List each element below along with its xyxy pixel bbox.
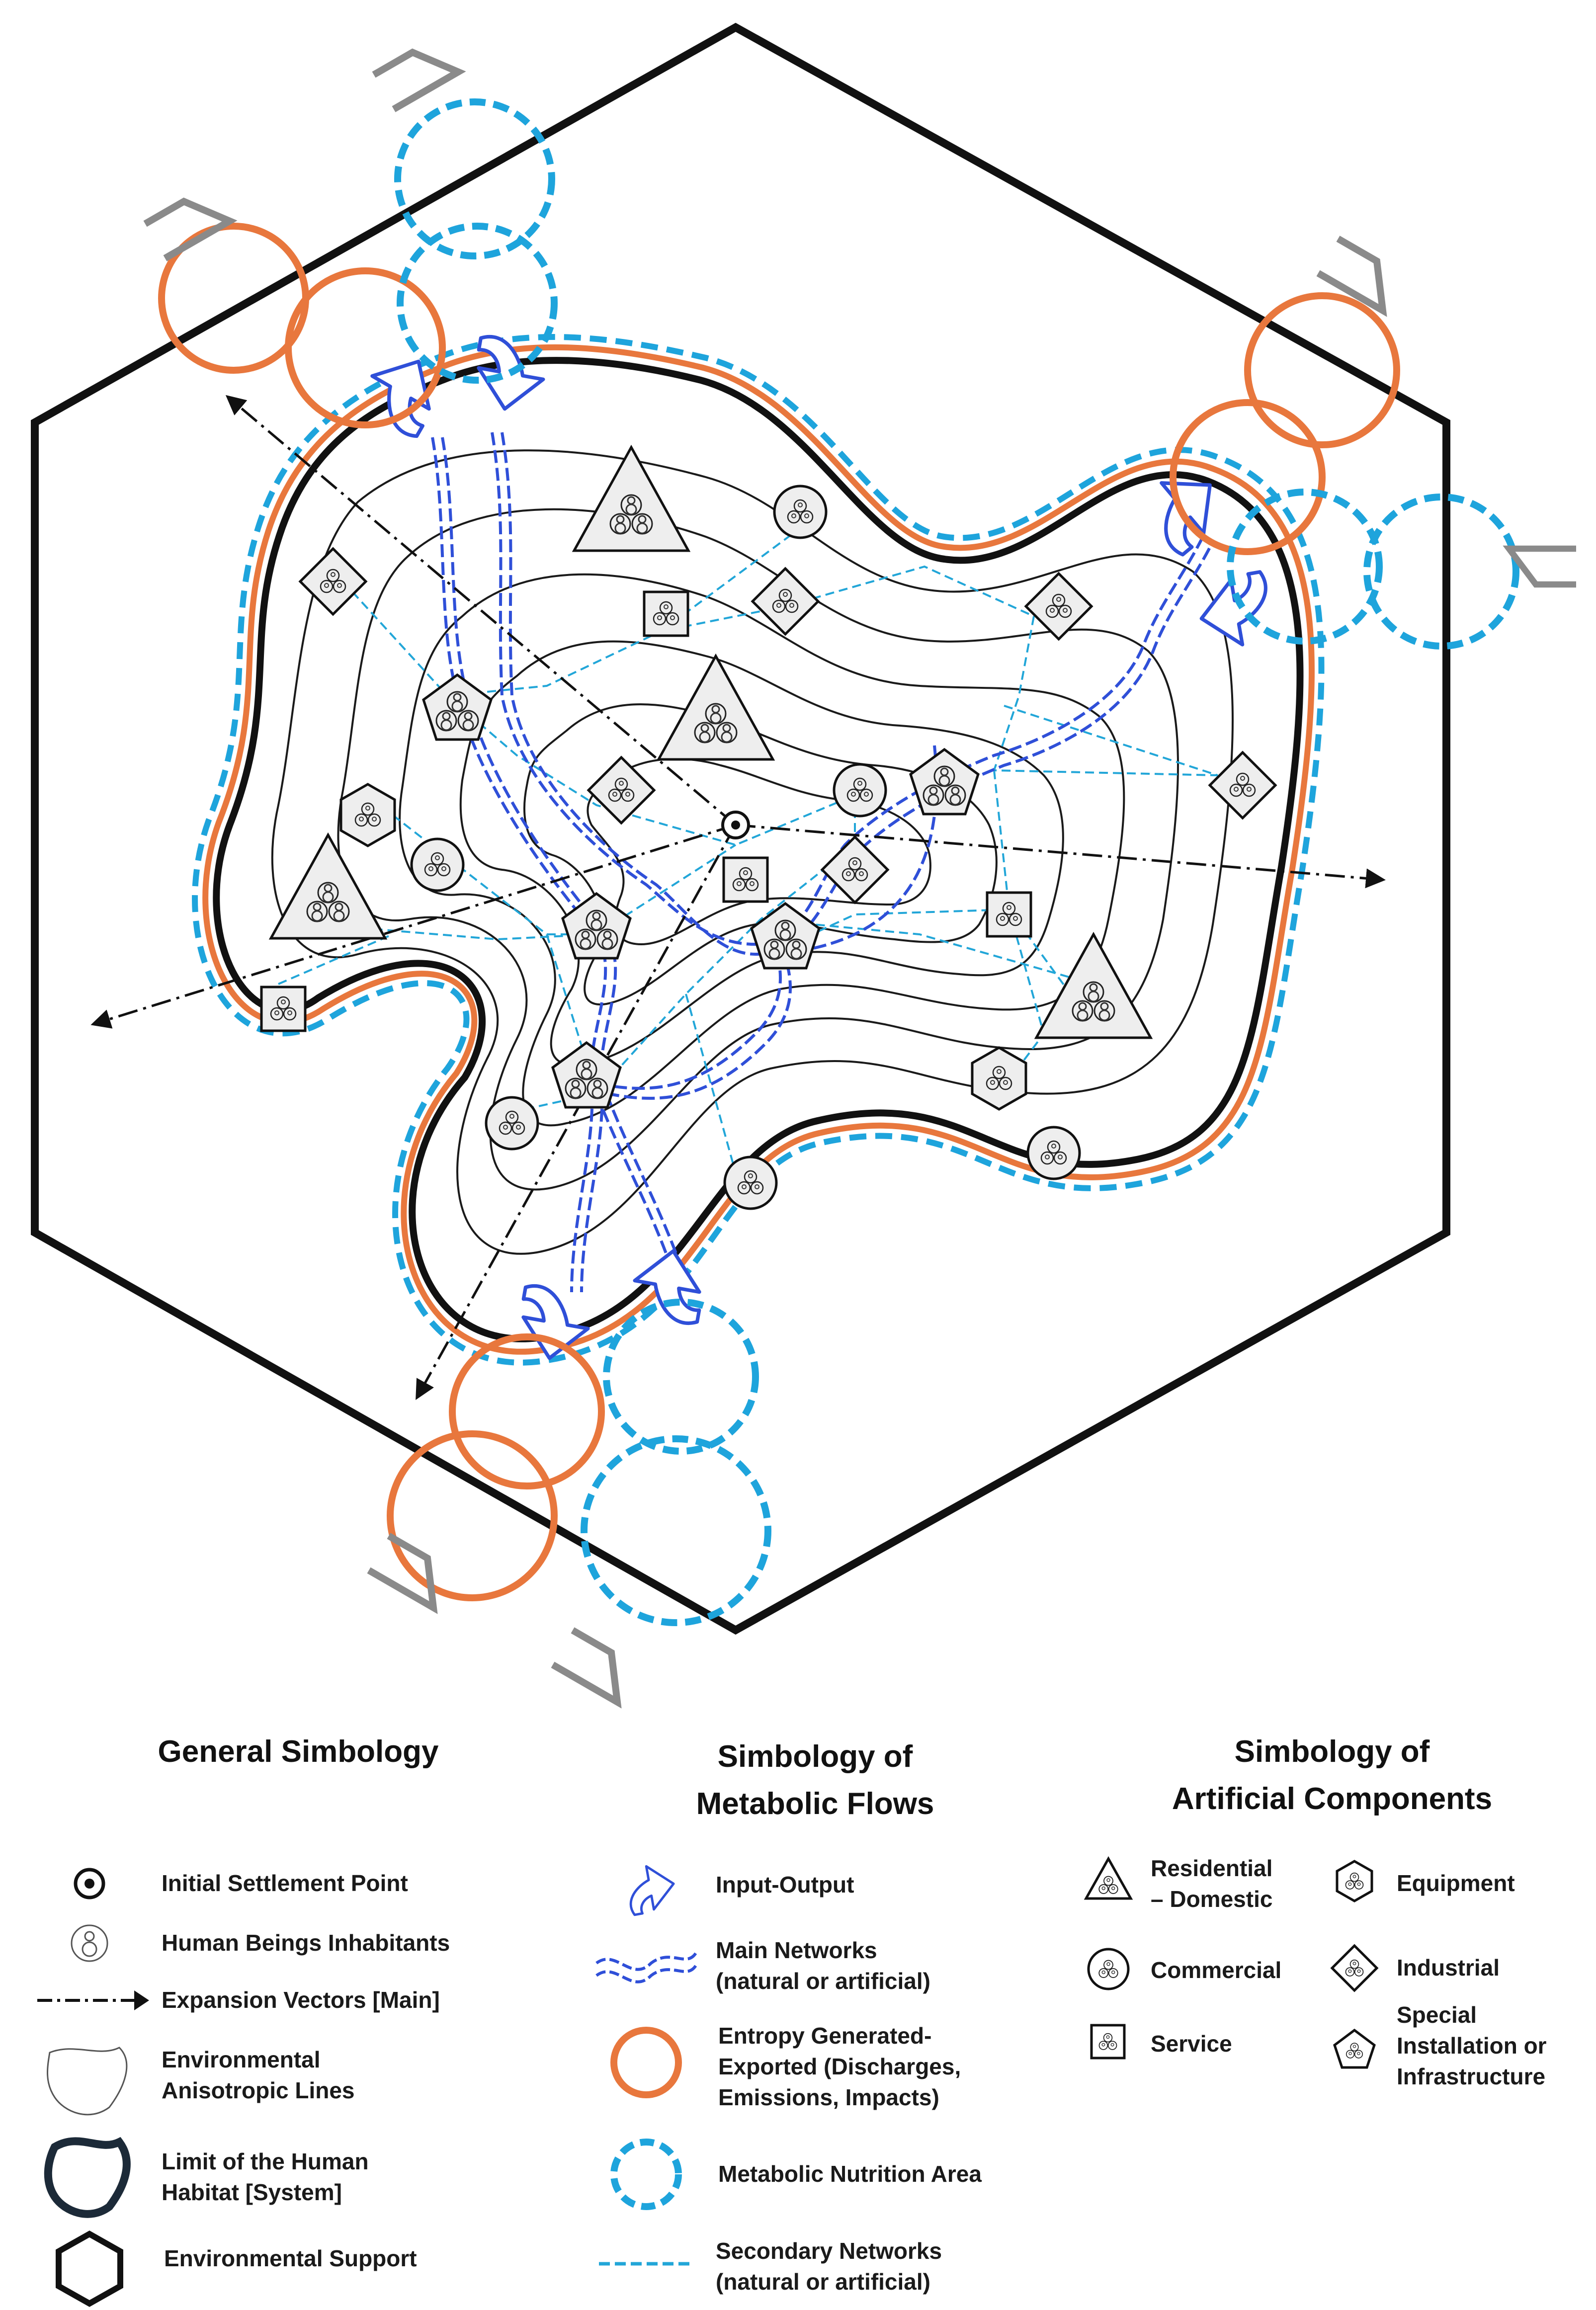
- equipment-component: [972, 1048, 1026, 1109]
- legend-flows-title-1: Simbology of: [718, 1739, 913, 1774]
- legend-flows-title-2: Metabolic Flows: [696, 1787, 934, 1821]
- equipment-component: [341, 784, 395, 846]
- legend-secondary-label-1: Secondary Networks: [716, 2238, 942, 2264]
- legend-components-title-2: Artificial Components: [1172, 1782, 1492, 1816]
- legend-special-label-1: Special: [1397, 2002, 1477, 2028]
- commercial-component: [1028, 1127, 1080, 1179]
- legend-residential-label-2: – Domestic: [1151, 1886, 1272, 1912]
- main-network-icon: [595, 1952, 697, 1983]
- legend-anisotropic-label-1: Environmental: [162, 2047, 321, 2072]
- legend-habitat-label-2: Habitat [System]: [162, 2179, 342, 2205]
- secondary-networks: [278, 531, 1218, 1173]
- legend-entropy-label-1: Entropy Generated-: [718, 2023, 931, 2049]
- special-infrastructure-component: [752, 904, 819, 968]
- initial-settlement-point: [721, 811, 750, 839]
- service-component: [987, 893, 1031, 936]
- anisotropic-lines-icon: [47, 2047, 128, 2116]
- legend: General Simbology Initial Settlement Poi…: [37, 1734, 1547, 2307]
- commercial-component: [725, 1157, 776, 1209]
- legend-components-title-1: Simbology of: [1235, 1734, 1430, 1769]
- commercial-component: [486, 1097, 538, 1149]
- square-component-icon: [1090, 2024, 1126, 2060]
- residential-component: [574, 447, 688, 551]
- hexagon-icon: [56, 2230, 123, 2307]
- special-infrastructure-component: [423, 675, 491, 740]
- entropy-circle-icon: [610, 2027, 682, 2098]
- legend-special-label-3: Infrastructure: [1397, 2063, 1545, 2089]
- legend-expansion-label: Expansion Vectors [Main]: [162, 1987, 440, 2013]
- input-output-arrow-icon: [625, 1862, 678, 1915]
- legend-commercial-label: Commercial: [1151, 1957, 1281, 1983]
- service-component: [724, 858, 767, 902]
- entropy-circles: [158, 223, 1400, 1601]
- legend-main-network-label-1: Main Networks: [716, 1937, 877, 1963]
- service-component: [261, 987, 305, 1031]
- legend-secondary-label-2: (natural or artificial): [716, 2269, 930, 2295]
- nutrition-circles: [394, 98, 1519, 1626]
- residential-component: [271, 835, 385, 938]
- expansion-vector-icon: [37, 1990, 149, 2010]
- commercial-component: [834, 764, 886, 816]
- triangle-component-icon: [1084, 1856, 1133, 1900]
- inhabitants-icon: [71, 1924, 108, 1962]
- legend-equipment-label: Equipment: [1397, 1870, 1515, 1896]
- legend-special-label-2: Installation or: [1397, 2033, 1547, 2059]
- special-infrastructure-component: [911, 749, 978, 814]
- hexagon-component-icon: [1336, 1860, 1373, 1902]
- legend-settlement-label: Initial Settlement Point: [162, 1870, 408, 1896]
- habitat-limit-boundary: [213, 357, 1304, 1342]
- legend-inhabitants-label: Human Beings Inhabitants: [162, 1930, 450, 1956]
- legend-nutrition-label: Metabolic Nutrition Area: [718, 2161, 982, 2187]
- legend-anisotropic-label-2: Anisotropic Lines: [162, 2077, 354, 2103]
- industrial-component: [1210, 752, 1275, 818]
- nutrition-circle-icon: [610, 2139, 682, 2210]
- settlement-point-icon: [74, 1868, 105, 1899]
- legend-habitat-label-1: Limit of the Human: [162, 2148, 369, 2174]
- service-component: [644, 592, 688, 636]
- input-output-arrows: [356, 335, 1275, 1364]
- legend-entropy-label-2: Exported (Discharges,: [718, 2054, 961, 2079]
- residential-component: [1036, 934, 1151, 1038]
- industrial-component: [588, 757, 654, 823]
- legend-general-title: General Simbology: [158, 1734, 439, 1769]
- diamond-component-icon: [1330, 1944, 1379, 1992]
- commercial-component: [774, 486, 826, 538]
- pentagon-component-icon: [1333, 2028, 1376, 2069]
- legend-residential-label-1: Residential: [1151, 1855, 1272, 1881]
- habitat-limit-icon: [44, 2137, 131, 2218]
- legend-service-label: Service: [1151, 2031, 1232, 2057]
- entropy-boundary: [202, 344, 1315, 1355]
- legend-entropy-label-3: Emissions, Impacts): [718, 2084, 939, 2110]
- legend-main-network-label-2: (natural or artificial): [716, 1968, 930, 1994]
- circle-component-icon: [1087, 1948, 1130, 1990]
- nutrition-boundary: [192, 334, 1325, 1366]
- legend-input-output-label: Input-Output: [716, 1872, 854, 1898]
- expansion-vectors: [90, 395, 1386, 1400]
- anisotropic-contour-lines: [271, 449, 1234, 1255]
- legend-hexagon-label: Environmental Support: [164, 2245, 417, 2271]
- commercial-component: [412, 839, 463, 891]
- environmental-support-hexagon: [31, 22, 1450, 1635]
- legend-industrial-label: Industrial: [1397, 1955, 1500, 1980]
- special-infrastructure-component: [563, 894, 630, 958]
